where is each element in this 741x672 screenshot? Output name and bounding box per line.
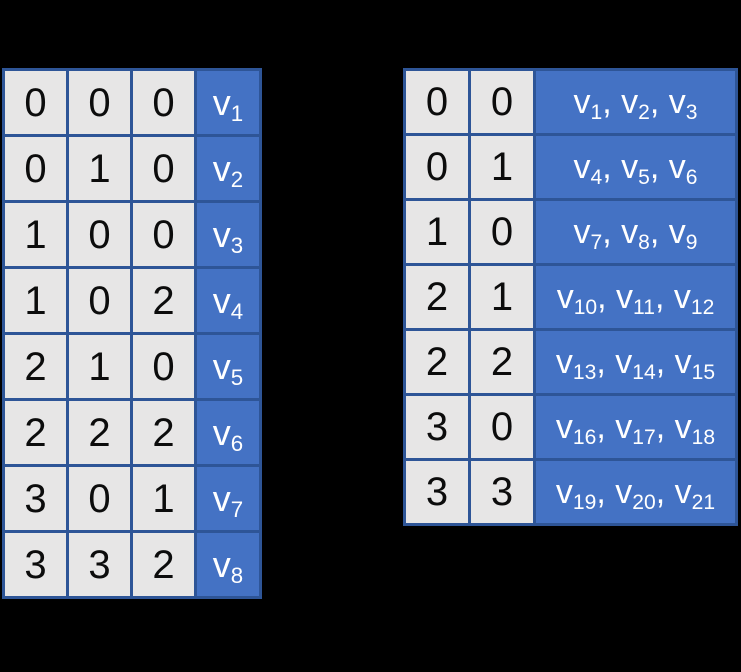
value-cell: 0 (468, 393, 536, 461)
vector-group-cell: v13, v14, v15 (533, 328, 738, 396)
value-cell: 0 (2, 134, 69, 203)
vector-group-cell: v16, v17, v18 (533, 393, 738, 461)
value-cell: 0 (468, 68, 536, 136)
value-cell: 1 (468, 133, 536, 201)
value-cell: 0 (468, 198, 536, 266)
value-cell: 1 (2, 266, 69, 335)
table-row: 2 1 0 v5 (2, 332, 262, 401)
table-row: 1 0 0 v3 (2, 200, 262, 269)
table-row: 0 0 v1, v2, v3 (403, 68, 738, 136)
value-cell: 3 (403, 393, 471, 461)
vector-label-cell: v7 (194, 464, 262, 533)
value-cell: 0 (66, 200, 133, 269)
table-row: 0 1 0 v2 (2, 134, 262, 203)
table-row: 3 3 2 v8 (2, 530, 262, 599)
value-cell: 2 (130, 530, 197, 599)
value-cell: 2 (130, 266, 197, 335)
right-table: 0 0 v1, v2, v3 0 1 v4, v5, v6 1 0 v7, v8… (403, 68, 738, 526)
table-row: 1 0 v7, v8, v9 (403, 198, 738, 266)
vector-group-cell: v19, v20, v21 (533, 458, 738, 526)
value-cell: 2 (2, 332, 69, 401)
table-row: 2 2 2 v6 (2, 398, 262, 467)
value-cell: 1 (130, 464, 197, 533)
table-row: 0 1 v4, v5, v6 (403, 133, 738, 201)
value-cell: 3 (2, 464, 69, 533)
value-cell: 0 (130, 332, 197, 401)
value-cell: 0 (66, 266, 133, 335)
value-cell: 0 (130, 68, 197, 137)
vector-group-cell: v10, v11, v12 (533, 263, 738, 331)
value-cell: 0 (130, 134, 197, 203)
table-row: 3 0 v16, v17, v18 (403, 393, 738, 461)
value-cell: 0 (403, 68, 471, 136)
table-row: 0 0 0 v1 (2, 68, 262, 137)
value-cell: 1 (66, 134, 133, 203)
vector-group-cell: v1, v2, v3 (533, 68, 738, 136)
value-cell: 1 (2, 200, 69, 269)
value-cell: 2 (403, 263, 471, 331)
value-cell: 3 (2, 530, 69, 599)
value-cell: 0 (66, 68, 133, 137)
value-cell: 2 (403, 328, 471, 396)
vector-label-cell: v5 (194, 332, 262, 401)
value-cell: 2 (2, 398, 69, 467)
value-cell: 1 (66, 332, 133, 401)
vector-label-cell: v2 (194, 134, 262, 203)
value-cell: 3 (66, 530, 133, 599)
value-cell: 0 (130, 200, 197, 269)
value-cell: 1 (403, 198, 471, 266)
table-row: 2 2 v13, v14, v15 (403, 328, 738, 396)
table-row: 3 0 1 v7 (2, 464, 262, 533)
value-cell: 2 (66, 398, 133, 467)
vector-label-cell: v3 (194, 200, 262, 269)
table-row: 3 3 v19, v20, v21 (403, 458, 738, 526)
value-cell: 3 (403, 458, 471, 526)
value-cell: 3 (468, 458, 536, 526)
value-cell: 0 (403, 133, 471, 201)
table-row: 2 1 v10, v11, v12 (403, 263, 738, 331)
value-cell: 0 (2, 68, 69, 137)
left-table: 0 0 0 v1 0 1 0 v2 1 0 0 v3 1 0 2 v4 2 1 … (2, 68, 262, 599)
vector-label-cell: v1 (194, 68, 262, 137)
vector-group-cell: v7, v8, v9 (533, 198, 738, 266)
vector-label-cell: v8 (194, 530, 262, 599)
vector-group-cell: v4, v5, v6 (533, 133, 738, 201)
vector-label-cell: v6 (194, 398, 262, 467)
value-cell: 0 (66, 464, 133, 533)
table-row: 1 0 2 v4 (2, 266, 262, 335)
vector-label-cell: v4 (194, 266, 262, 335)
value-cell: 1 (468, 263, 536, 331)
value-cell: 2 (130, 398, 197, 467)
value-cell: 2 (468, 328, 536, 396)
